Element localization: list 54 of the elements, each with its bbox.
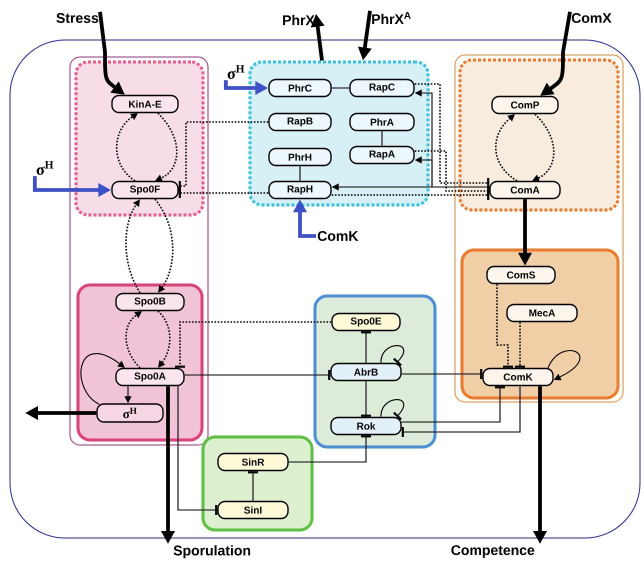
- gene-box: Spo0F: [111, 180, 179, 200]
- cell-outline: [10, 40, 640, 538]
- signal-label: ComX: [572, 13, 612, 23]
- inhibition-arrow: [288, 435, 371, 463]
- signal-label: Stress: [56, 13, 98, 23]
- gene-box: PhrA: [349, 112, 415, 132]
- inhibition-arrow: [175, 321, 332, 368]
- inhibition-arrow: [402, 386, 505, 423]
- inhibition-arrow: [361, 331, 371, 363]
- inhibition-arrow: [184, 370, 330, 380]
- inhibition-arrow: [332, 190, 490, 200]
- outcome-label: Sporulation: [174, 545, 250, 558]
- gene-box: MecA: [506, 304, 578, 322]
- gene-box: σ$^{H}$: [96, 403, 164, 423]
- sigma-label: σ$^{H}$: [228, 65, 244, 79]
- inhibition-arrow: [178, 188, 268, 198]
- signal-label: ComK: [318, 231, 358, 241]
- gene-box: ComP: [491, 96, 559, 114]
- inhibition-arrow: [361, 381, 371, 417]
- gene-box: Spo0B: [115, 292, 185, 312]
- connector-line: [299, 166, 301, 181]
- module-box: [454, 54, 624, 402]
- gene-box: SinR: [217, 452, 289, 472]
- sigma-label: σ$^{H}$: [36, 161, 54, 175]
- signal-label: PhrX: [283, 14, 315, 26]
- connector-line: [332, 87, 350, 89]
- inhibition-arrow: [248, 471, 258, 501]
- outcome-label: Competence: [451, 545, 534, 558]
- gene-box: RapB: [268, 112, 332, 132]
- gene-box: RapH: [268, 180, 332, 200]
- inhibition-arrow: [515, 322, 525, 368]
- gene-box: KinA-E: [111, 94, 179, 114]
- gene-box: Spo0E: [331, 312, 401, 332]
- inhibition-arrow: [178, 121, 268, 191]
- gene-box: RapA: [349, 146, 415, 164]
- inhibition-arrow: [177, 386, 218, 515]
- gene-box: Rok: [330, 416, 402, 436]
- connector-line: [381, 131, 383, 146]
- module-box: [70, 56, 208, 446]
- gene-box: ComS: [486, 266, 556, 284]
- gene-box: RapC: [349, 78, 415, 98]
- gene-box: PhrC: [268, 78, 332, 98]
- inhibition-arrow: [402, 369, 482, 379]
- arrow: [80, 353, 125, 405]
- feedback-loop: [548, 350, 580, 380]
- gene-box: Spo0A: [115, 368, 185, 386]
- gene-box: ComA: [489, 180, 561, 200]
- gene-box: SinI: [217, 500, 289, 520]
- gene-box: AbrB: [330, 362, 402, 382]
- signal-label: PhrX$^{A}$: [372, 12, 411, 24]
- gene-box: ComK: [482, 368, 554, 386]
- inhibition-arrow: [402, 386, 521, 437]
- inhibition-arrow: [496, 284, 513, 368]
- gene-box: PhrH: [268, 148, 332, 166]
